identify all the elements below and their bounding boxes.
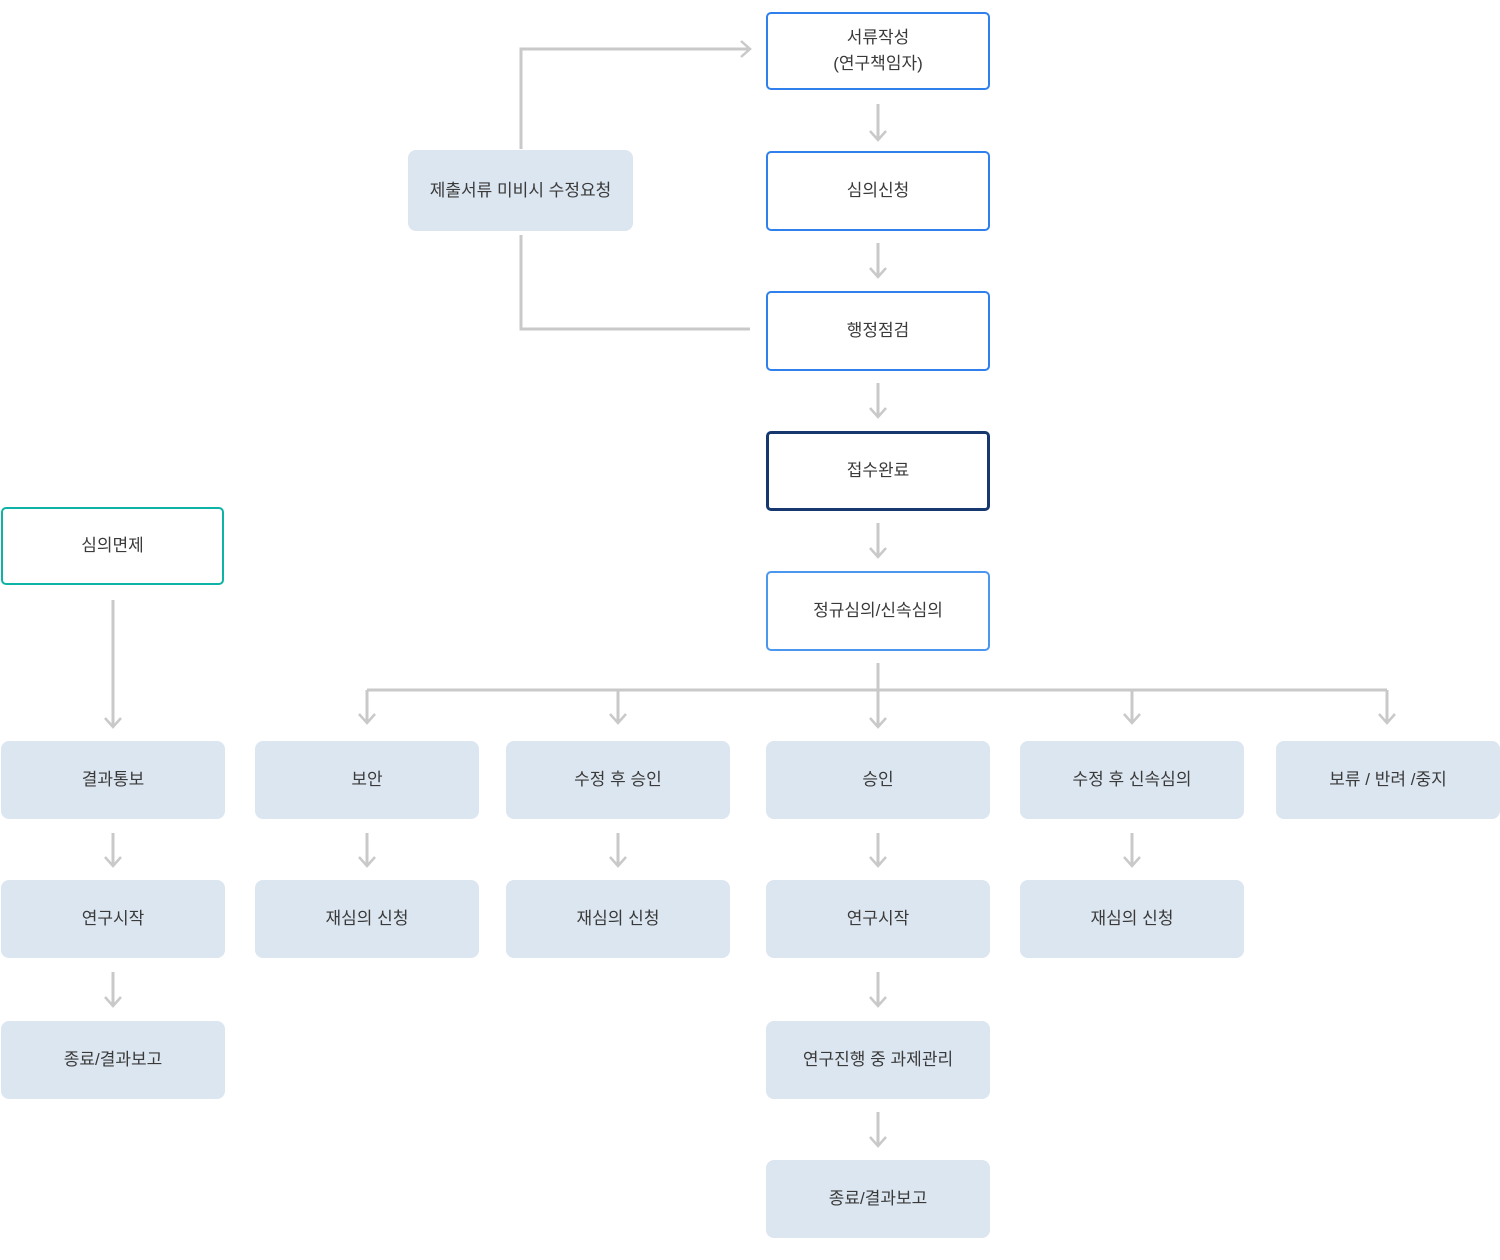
node-ongoing-task-management: 연구진행 중 과제관리 <box>766 1021 990 1099</box>
node-doc-write: 서류작성 (연구책임자) <box>766 12 990 90</box>
node-review-request: 심의신청 <box>766 151 990 231</box>
node-regular-expedited-review: 정규심의/신속심의 <box>766 571 990 651</box>
node-result-notice: 결과통보 <box>1 741 225 819</box>
node-end-result-report: 종료/결과보고 <box>766 1160 990 1238</box>
node-rereview-request: 재심의 신청 <box>255 880 479 958</box>
node-expedited-after-revision: 수정 후 신속심의 <box>1020 741 1244 819</box>
node-approval-after-revision: 수정 후 승인 <box>506 741 730 819</box>
node-hold-reject-stop: 보류 / 반려 /중지 <box>1276 741 1500 819</box>
node-end-result-report: 종료/결과보고 <box>1 1021 225 1099</box>
node-supplement: 보안 <box>255 741 479 819</box>
node-admin-check: 행정점검 <box>766 291 990 371</box>
node-review-exempt: 심의면제 <box>1 507 224 585</box>
node-receipt-complete: 접수완료 <box>766 431 990 511</box>
node-research-start: 연구시작 <box>766 880 990 958</box>
node-research-start: 연구시작 <box>1 880 225 958</box>
node-rereview-request: 재심의 신청 <box>1020 880 1244 958</box>
node-rereview-request: 재심의 신청 <box>506 880 730 958</box>
node-feedback-revision-request: 제출서류 미비시 수정요청 <box>408 150 633 231</box>
node-approval: 승인 <box>766 741 990 819</box>
